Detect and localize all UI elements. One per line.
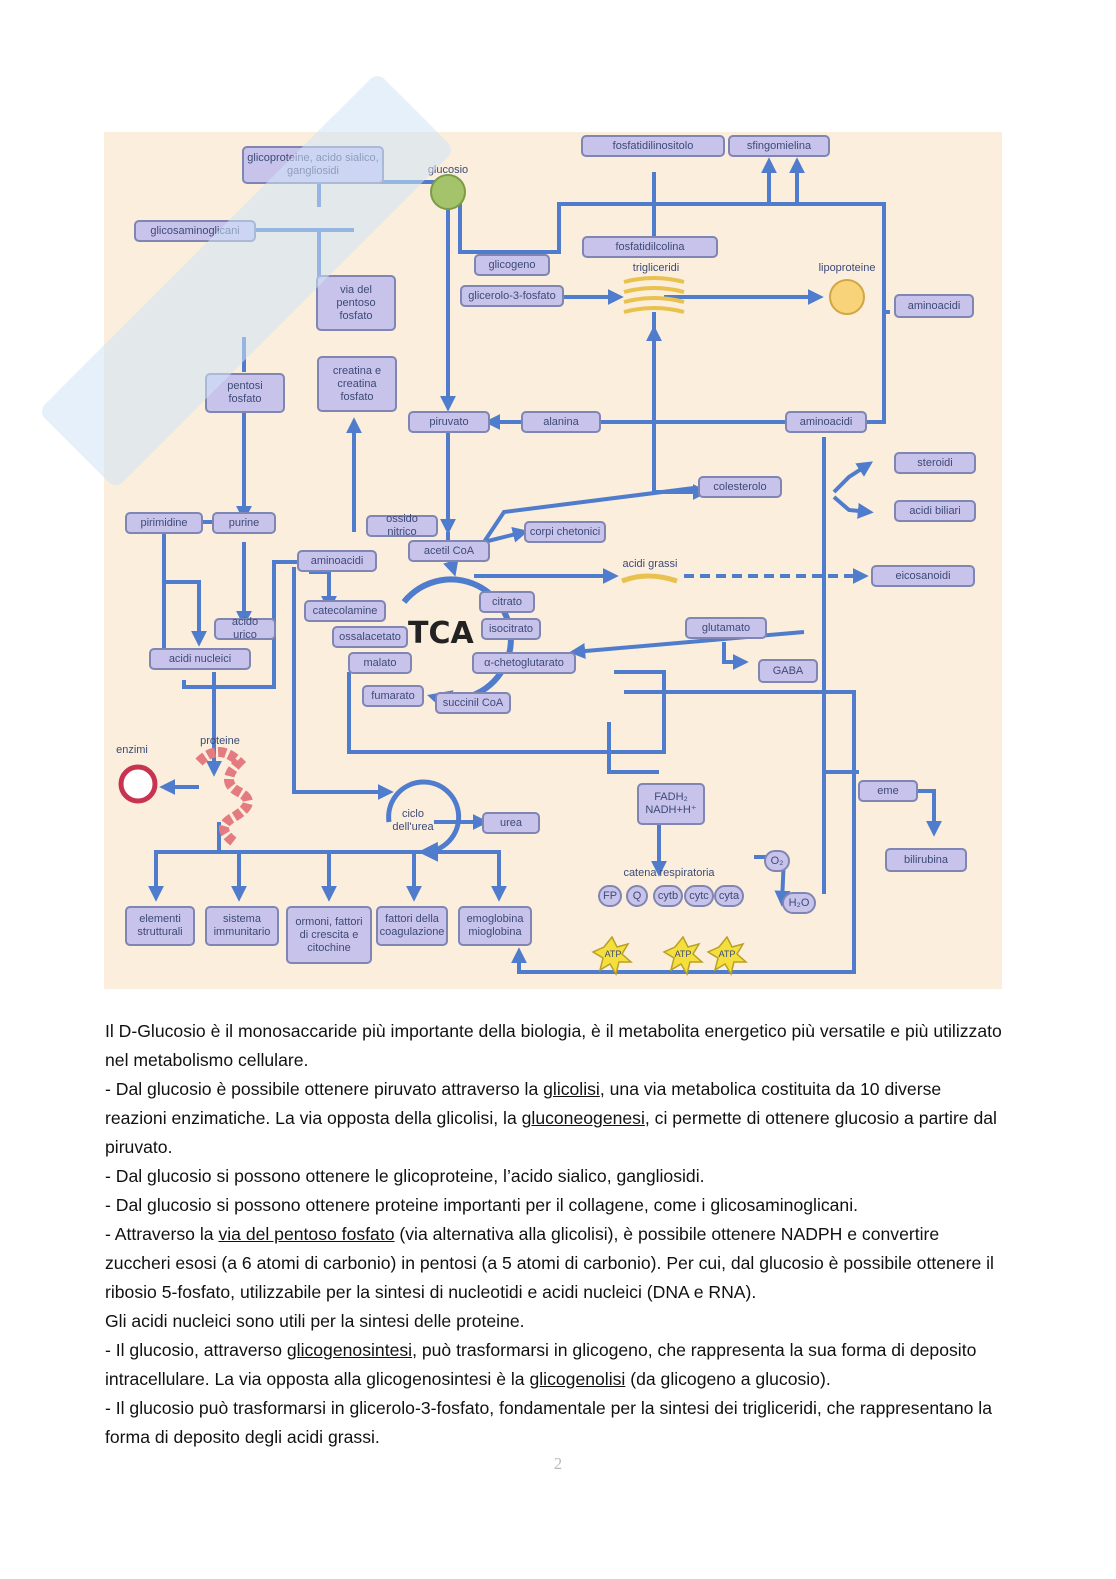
node-fp: FP (598, 885, 622, 907)
node-via-pentoso: via del pentoso fosfato (316, 275, 396, 331)
node-malato: malato (348, 652, 412, 674)
paragraph-4: - Dal glucosio si possono ottenere prote… (105, 1195, 859, 1215)
node-ossalacetato: ossalacetato (332, 626, 408, 648)
node-alanina: alanina (521, 411, 601, 433)
node-glicogeno: glicogeno (474, 254, 550, 276)
link-glicogenosintesi: glicogenosintesi (286, 1340, 413, 1360)
paragraph-7: - Il glucosio, attraverso glicogenosinte… (105, 1340, 977, 1389)
label-lipoproteine: lipoproteine (818, 262, 876, 274)
node-isocitrato: isocitrato (481, 618, 541, 640)
node-sistema-immunitario: sistema immunitario (205, 906, 279, 946)
node-aminoacidi-right: aminoacidi (894, 294, 974, 318)
node-cytb: cytb (653, 885, 683, 907)
paragraph-6: Gli acidi nucleici sono utili per la sin… (105, 1311, 525, 1331)
link-gluconeogenesi: gluconeogenesi (521, 1108, 645, 1128)
node-urea: urea (482, 812, 540, 834)
paragraph-8: - Il glucosio può trasformarsi in glicer… (105, 1398, 992, 1447)
metabolism-diagram: glicoproteine, acido sialico, gangliosid… (104, 132, 1002, 989)
link-glicolisi: glicolisi (543, 1079, 600, 1099)
node-steroidi: steroidi (894, 452, 976, 474)
protein-icon (195, 747, 253, 846)
link-glicogenolisi: glicogenolisi (529, 1369, 626, 1389)
node-eicosanoidi: eicosanoidi (871, 565, 975, 587)
label-trigliceridi: trigliceridi (632, 262, 680, 274)
paragraph-1: Il D-Glucosio è il monosaccaride più imp… (105, 1021, 1002, 1070)
label-glucosio: glucosio (427, 164, 469, 176)
node-ormoni: ormoni, fattori di crescita e citochine (286, 906, 372, 964)
triglyceride-icon (623, 276, 685, 314)
node-glicerolo-3-fosfato: glicerolo-3-fosfato (460, 285, 564, 307)
paragraph-3: - Dal glucosio si possono ottenere le gl… (105, 1166, 705, 1186)
node-creatina: creatina e creatina fosfato (317, 356, 397, 412)
label-catena-respiratoria: catena respiratoria (623, 867, 715, 879)
node-ossido-nitrico: ossido nitrico (366, 513, 438, 538)
node-pentosi-fosfato: pentosi fosfato (205, 373, 285, 413)
node-o2: O₂ (764, 850, 790, 872)
body-text: Il D-Glucosio è il monosaccaride più imp… (105, 1017, 1005, 1452)
node-alfa-chetoglutarato: α-chetoglutarato (472, 652, 576, 674)
node-fosfatidilcolina: fosfatidilcolina (582, 236, 718, 258)
label-tca: TCA (408, 616, 474, 651)
node-fadh-nadh: FADH₂ NADH+H⁺ (637, 783, 705, 825)
label-atp-2: ATP (674, 949, 692, 959)
page-number: 2 (553, 1454, 563, 1473)
node-corpi-chetonici: corpi chetonici (524, 521, 606, 543)
node-bilirubina: bilirubina (885, 848, 967, 872)
node-h2o: H₂O (782, 892, 816, 914)
node-aminoacidi-mid: aminoacidi (785, 411, 867, 433)
node-citrato: citrato (479, 591, 535, 613)
label-enzimi: enzimi (116, 744, 148, 756)
node-fumarato: fumarato (362, 685, 424, 707)
node-aminoacidi-left: aminoacidi (297, 550, 377, 572)
node-eme: eme (858, 780, 918, 802)
node-glicosaminoglicani: glicosaminoglicani (134, 220, 256, 242)
node-fosfatidilinositolo: fosfatidilinositolo (581, 135, 725, 157)
label-proteine: proteine (200, 735, 240, 747)
node-glicoproteine: glicoproteine, acido sialico, gangliosid… (242, 146, 384, 184)
node-pirimidine: pirimidine (125, 512, 203, 534)
diagram-arrows (118, 157, 942, 976)
label-ciclo-urea: ciclo dell'urea (392, 808, 434, 833)
node-acidi-nucleici: acidi nucleici (149, 648, 251, 670)
node-succinil-coa: succinil CoA (435, 692, 511, 714)
node-q: Q (626, 885, 648, 907)
label-acidi-grassi: acidi grassi (622, 558, 678, 570)
atp-stars (591, 935, 748, 976)
node-piruvato: piruvato (408, 411, 490, 433)
paragraph-5: - Attraverso la via del pentoso fosfato … (105, 1224, 994, 1302)
enzyme-icon (118, 764, 158, 804)
node-gaba: GABA (758, 659, 818, 683)
node-colesterolo: colesterolo (698, 476, 782, 498)
link-via-pentoso: via del pentoso fosfato (218, 1224, 395, 1244)
node-acido-urico: acido urico (214, 616, 276, 641)
paragraph-2: - Dal glucosio è possibile ottenere piru… (105, 1079, 997, 1157)
node-acetil-coa: acetil CoA (408, 540, 490, 562)
node-elementi-strutturali: elementi strutturali (125, 906, 195, 946)
node-cyta: cyta (714, 885, 744, 907)
label-atp-1: ATP (604, 949, 622, 959)
node-acidi-biliari: acidi biliari (894, 500, 976, 522)
node-sfingomielina: sfingomielina (728, 135, 830, 157)
node-fattori-coagulazione: fattori della coagulazione (376, 906, 448, 946)
node-cytc: cytc (684, 885, 714, 907)
lipoprotein-icon (829, 279, 865, 315)
fatty-acid-icon (621, 573, 678, 584)
node-purine: purine (212, 512, 276, 534)
node-emoglobina: emoglobina mioglobina (458, 906, 532, 946)
glucose-circle (430, 174, 466, 210)
node-catecolamine: catecolamine (304, 600, 386, 622)
label-atp-3: ATP (718, 949, 736, 959)
node-glutamato: glutamato (685, 617, 767, 639)
